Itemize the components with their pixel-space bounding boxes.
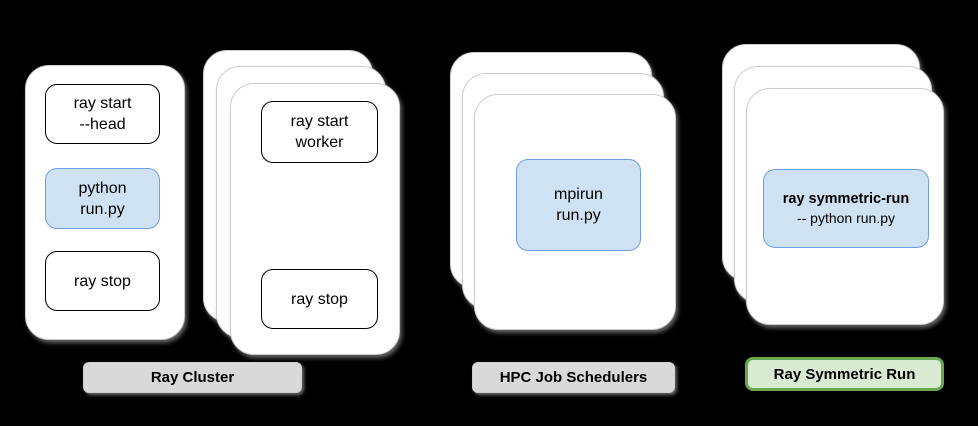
- step-ray-stop-head-label: ray stop: [74, 272, 131, 290]
- hpc-job-schedulers-label: HPC Job Schedulers: [472, 362, 675, 393]
- step-ray-start-head: ray start --head: [45, 84, 160, 144]
- step-mpirun-run-label: mpirun run.py: [554, 186, 603, 224]
- step-ray-stop-worker-label: ray stop: [291, 290, 348, 308]
- hpc-card: mpirun run.py: [474, 94, 676, 330]
- worker-node-card: ray start worker ray stop: [230, 83, 400, 355]
- head-node-card: ray start --head python run.py ray stop: [25, 65, 185, 340]
- step-ray-stop-worker: ray stop: [261, 269, 378, 329]
- step-ray-start-worker: ray start worker: [261, 101, 378, 163]
- step-ray-start-head-label: ray start --head: [73, 95, 132, 133]
- ray-cluster-label-text: Ray Cluster: [150, 369, 235, 386]
- step-ray-symmetric-run: ray symmetric-run -- python run.py: [763, 169, 929, 248]
- ray-symmetric-run-label-text: Ray Symmetric Run: [773, 365, 916, 383]
- step-ray-start-worker-label: ray start worker: [290, 113, 349, 151]
- ray-symmetric-run-label: Ray Symmetric Run: [745, 357, 944, 391]
- step-ray-symmetric-run-subcommand: -- python run.py: [796, 209, 896, 226]
- step-python-run: python run.py: [45, 168, 160, 229]
- hpc-job-schedulers-label-text: HPC Job Schedulers: [499, 369, 648, 386]
- step-python-run-label: python run.py: [78, 179, 127, 218]
- symmetric-card: ray symmetric-run -- python run.py: [746, 88, 944, 325]
- step-ray-stop-head: ray stop: [45, 251, 160, 311]
- ray-cluster-label: Ray Cluster: [83, 362, 302, 393]
- step-mpirun-run: mpirun run.py: [516, 159, 641, 251]
- step-ray-symmetric-run-command: ray symmetric-run: [782, 190, 910, 207]
